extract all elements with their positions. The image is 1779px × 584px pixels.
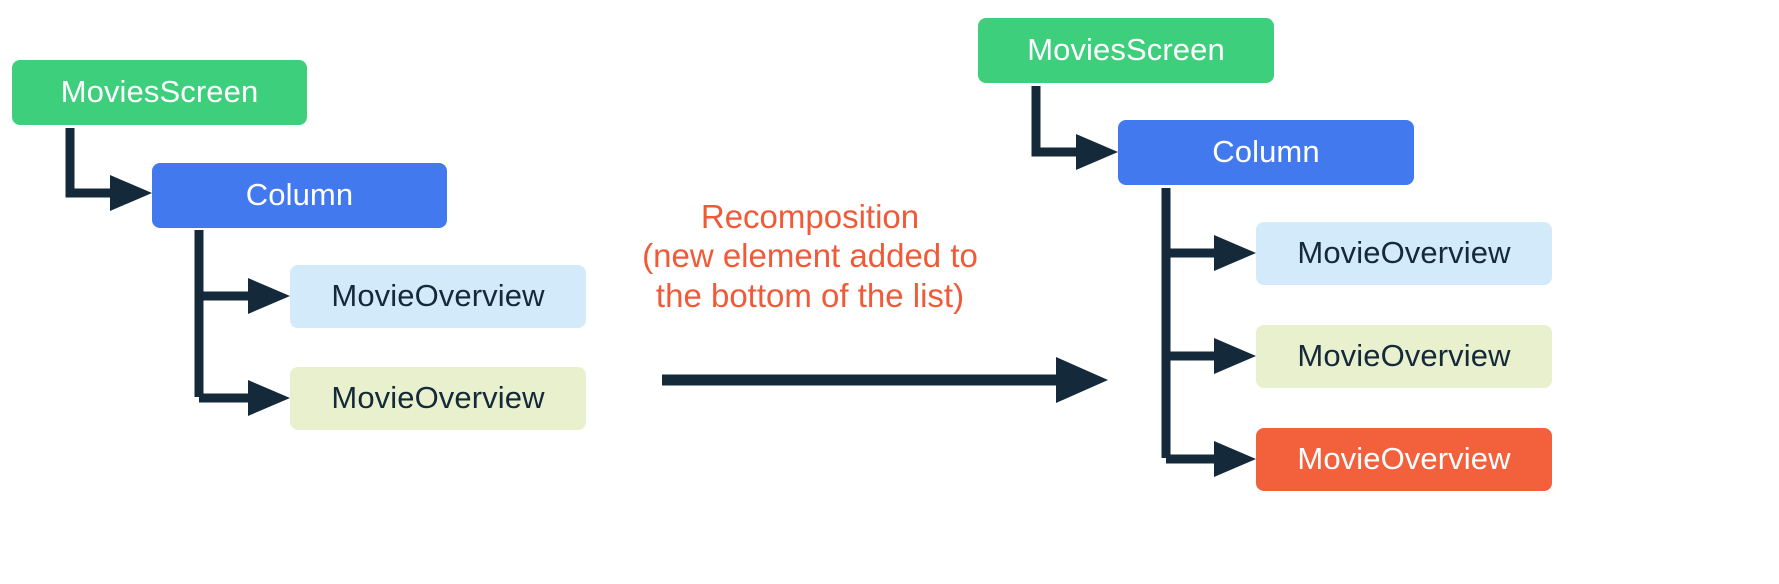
left-node-movie-overview-2[interactable]: MovieOverview [290, 367, 586, 430]
right-node-movie-overview-2-label: MovieOverview [1297, 338, 1511, 373]
left-node-movie-overview-1[interactable]: MovieOverview [290, 265, 586, 328]
right-edge-root-to-column [1031, 86, 1118, 170]
transition-arrow [662, 357, 1108, 403]
transition-caption: Recomposition (new element added to the … [610, 197, 1010, 315]
left-edge-column-to-children [194, 230, 290, 416]
left-node-movies-screen-label: MoviesScreen [60, 74, 259, 109]
right-node-movie-overview-1[interactable]: MovieOverview [1256, 222, 1552, 285]
right-node-movies-screen-label: MoviesScreen [1027, 32, 1225, 67]
transition-caption-line-1: Recomposition [700, 198, 920, 235]
right-node-movie-overview-1-label: MovieOverview [1297, 235, 1511, 270]
right-node-column[interactable]: Column [1118, 120, 1414, 185]
transition-caption-line-2: (new element added to [642, 237, 978, 275]
right-edge-column-to-children [1161, 188, 1256, 477]
right-node-movies-screen[interactable]: MoviesScreen [978, 18, 1274, 83]
transition-caption-line-3: the bottom of the list) [655, 276, 965, 314]
left-node-movie-overview-2-label: MovieOverview [331, 380, 545, 415]
right-node-column-label: Column [1212, 134, 1320, 169]
right-node-movie-overview-3-label: MovieOverview [1297, 441, 1511, 476]
left-node-movies-screen[interactable]: MoviesScreen [12, 60, 307, 125]
left-edge-root-to-column [65, 128, 152, 211]
left-node-column-label: Column [245, 177, 354, 212]
left-node-movie-overview-1-label: MovieOverview [331, 278, 545, 313]
right-node-movie-overview-2[interactable]: MovieOverview [1256, 325, 1552, 388]
right-node-movie-overview-3-new[interactable]: MovieOverview [1256, 428, 1552, 491]
left-node-column[interactable]: Column [152, 163, 447, 228]
